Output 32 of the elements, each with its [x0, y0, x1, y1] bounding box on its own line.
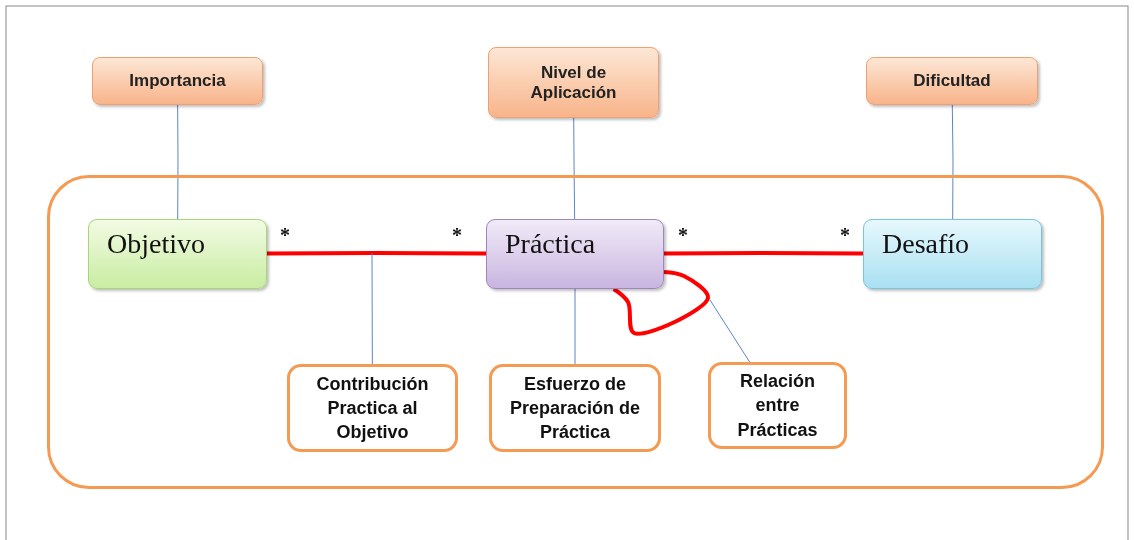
box-label: Esfuerzo de Preparación de Práctica: [508, 372, 642, 445]
connector-line: [573, 117, 576, 220]
association-class-box: [708, 362, 847, 449]
association-line: [664, 251, 863, 256]
box-label: Dificultad: [913, 71, 991, 91]
connector-line: [709, 299, 751, 363]
container-frame: [47, 175, 1104, 489]
box-label: Contribución Practica al Objetivo: [315, 372, 430, 445]
class-box: [486, 219, 664, 289]
box-label: Relación entre Prácticas: [736, 370, 819, 442]
class-name: Objetivo: [107, 228, 205, 259]
attribute-box: [866, 57, 1038, 105]
class-box: [88, 219, 267, 289]
class-name: Desafío: [882, 228, 970, 259]
multiplicity-label: *: [678, 224, 688, 247]
attribute-box: [488, 47, 659, 118]
connector-line: [574, 288, 576, 365]
association-class-box: [489, 364, 661, 452]
multiplicity-label: *: [280, 224, 290, 247]
connector-line: [177, 104, 179, 220]
connector-line: [951, 104, 954, 220]
class-box: [863, 219, 1042, 289]
association-class-box: [287, 364, 458, 452]
multiplicity-label: *: [452, 224, 462, 247]
attribute-box: [92, 57, 263, 105]
association-line: [612, 269, 710, 336]
connector-line: [371, 252, 373, 365]
box-label: Nivel de Aplicación: [529, 62, 618, 103]
class-name: Práctica: [505, 228, 596, 259]
association-line: [267, 251, 486, 256]
multiplicity-label: *: [840, 224, 850, 247]
box-label: Importancia: [129, 71, 226, 91]
